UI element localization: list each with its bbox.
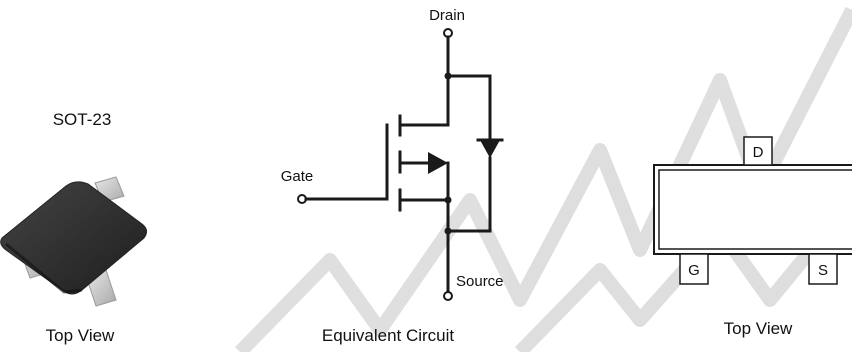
gate-label: Gate	[281, 168, 314, 185]
circuit-caption: Equivalent Circuit	[322, 326, 455, 345]
drain-node	[444, 72, 452, 80]
source-terminal	[443, 291, 453, 301]
package-body	[0, 181, 148, 295]
pinout-body-outer	[653, 164, 852, 255]
pin-s-label: S	[818, 262, 828, 279]
body-diode	[480, 140, 500, 158]
source-label: Source	[456, 273, 504, 290]
drain-label: Drain	[429, 7, 465, 24]
pinout-top-view: D G S Top View	[653, 136, 852, 338]
pin-d-label: D	[753, 144, 764, 161]
sot23-package-section: SOT-23 Top View	[0, 110, 148, 345]
channel-arrow	[428, 152, 448, 174]
pin-g-label: G	[688, 262, 700, 279]
package-name: SOT-23	[53, 110, 112, 129]
pinout-body-inner	[658, 169, 852, 250]
equivalent-circuit: Drain Gate Source Eq	[281, 7, 504, 345]
pin-s-box	[808, 253, 838, 285]
pin-d-box	[743, 136, 773, 166]
sot23-package-image	[0, 176, 148, 307]
package-caption: Top View	[46, 326, 115, 345]
pin-g-box	[679, 253, 709, 285]
pinout-caption: Top View	[724, 319, 793, 338]
